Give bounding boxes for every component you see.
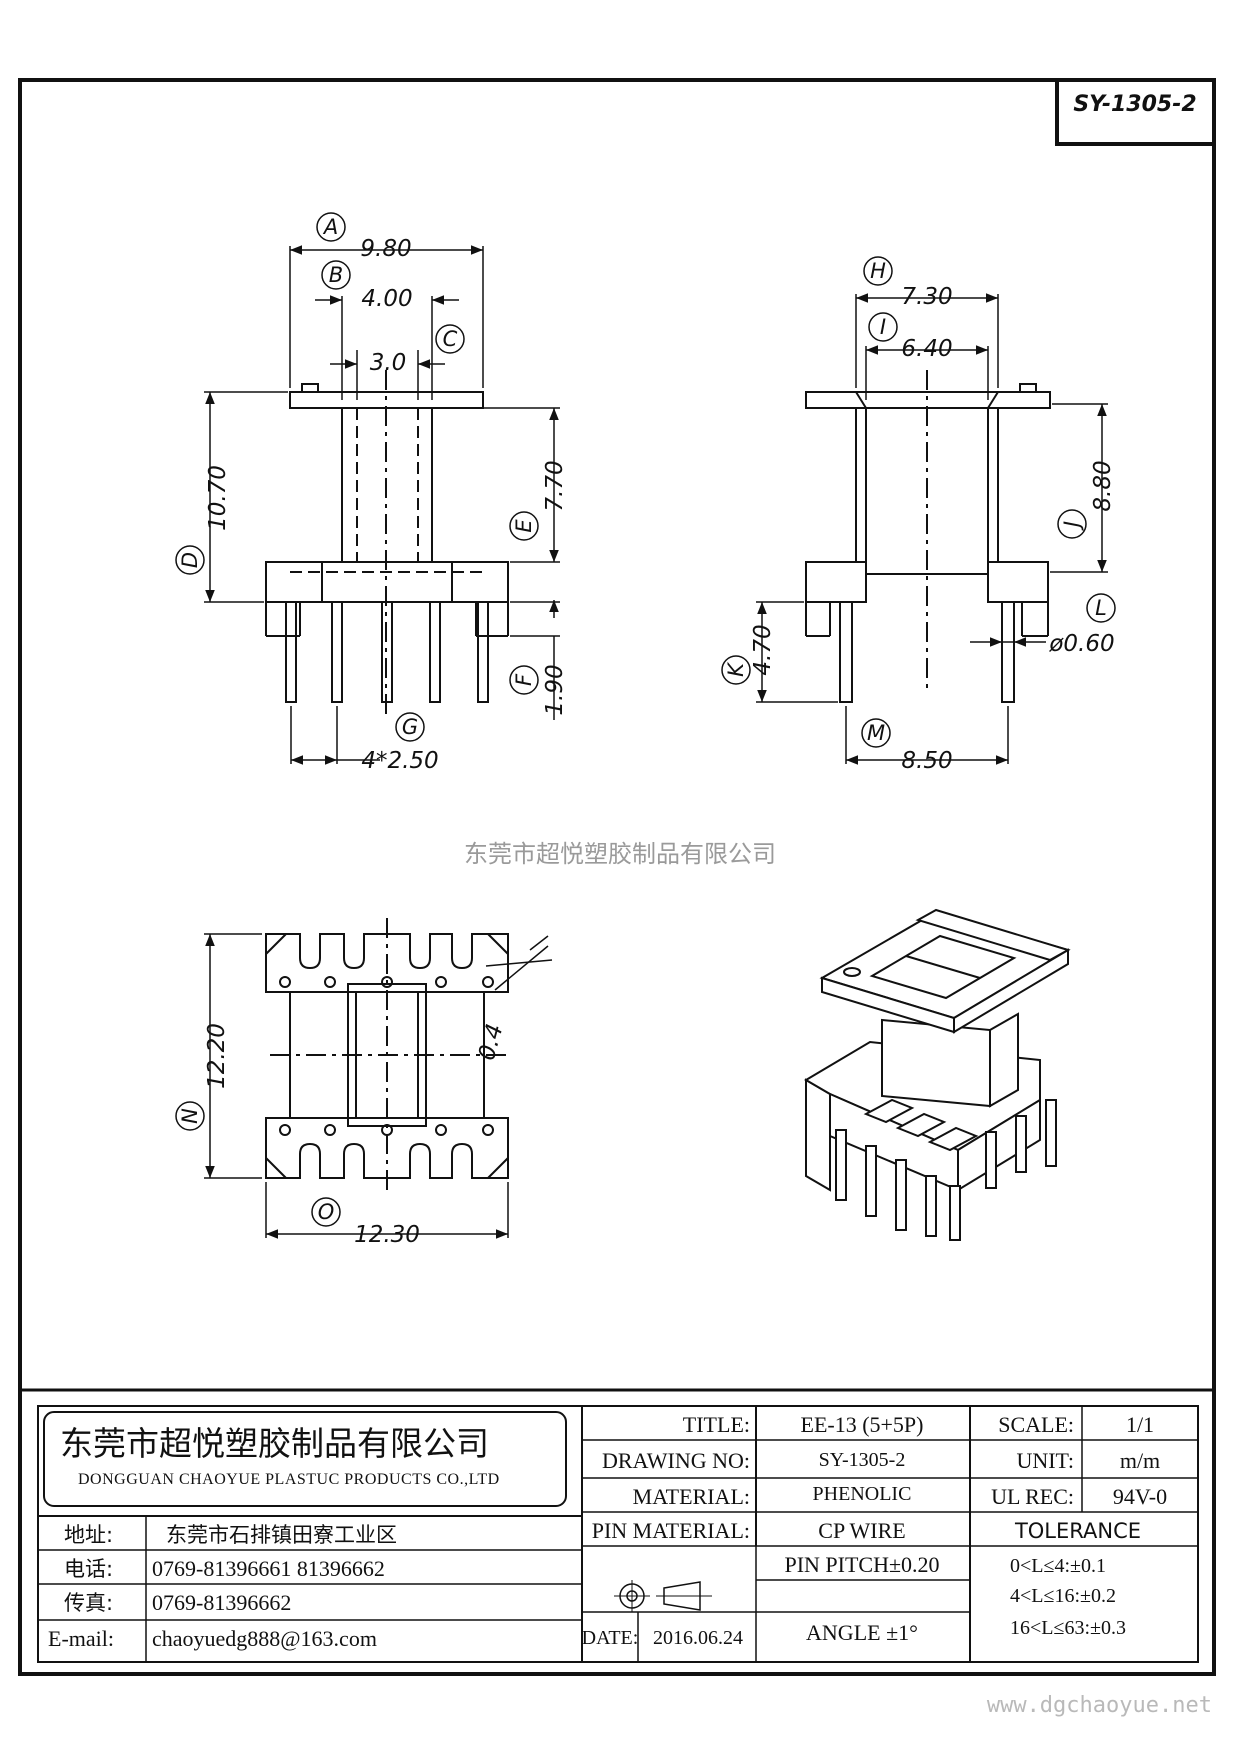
dim-F-value: 1.90: [542, 664, 568, 715]
label-L: L: [1095, 596, 1107, 620]
dim-N-value: 12.20: [204, 1023, 230, 1089]
front-view-labels: A 9.80 B 4.00 C 3.0 D 10.70 E 7.70 F 1.9…: [175, 212, 568, 774]
tolerance-range-2: 4<L≤16:±0.2: [1010, 1585, 1116, 1607]
bottom-view-labels: N 12.20 O 12.30 0.4: [175, 1021, 509, 1248]
watermark-company: 东莞市超悦塑胶制品有限公司: [464, 840, 776, 868]
ul-label: UL REC:: [991, 1484, 1074, 1509]
label-B: B: [329, 263, 343, 287]
company-name-cn: 东莞市超悦塑胶制品有限公司: [60, 1424, 489, 1463]
label-C: C: [443, 327, 458, 351]
date-value: 2016.06.24: [653, 1627, 743, 1649]
scale-label: SCALE:: [998, 1412, 1074, 1437]
label-I: I: [880, 315, 886, 339]
label-H: H: [870, 259, 886, 283]
title-block: [20, 1388, 1214, 1663]
side-view-labels: H 7.30 I 6.40 J 8.80 K 4.70 L ø0.60 M 8.…: [721, 256, 1116, 774]
company-name-en: DONGGUAN CHAOYUE PLASTUC PRODUCTS CO.,LT…: [78, 1471, 500, 1488]
drawing-code: SY-1305-2: [1073, 92, 1196, 117]
front-view: [265, 370, 509, 720]
material-label: MATERIAL:: [633, 1484, 750, 1509]
sheet-border: [18, 78, 1216, 1676]
email-value: chaoyuedg888@163.com: [152, 1626, 377, 1651]
dim-K-value: 4.70: [750, 624, 776, 675]
dim-M-value: 8.50: [901, 748, 952, 774]
title-value: EE-13 (5+5P): [801, 1412, 924, 1437]
pin-material-label: PIN MATERIAL:: [592, 1518, 750, 1543]
dim-J-value: 8.80: [1090, 460, 1116, 511]
unit-value: m/m: [1120, 1448, 1160, 1473]
website-link[interactable]: www.dgchaoyue.net: [987, 1693, 1212, 1718]
scale-value: 1/1: [1126, 1412, 1154, 1437]
bottom-view-dimensions: [204, 933, 553, 1239]
material-value: PHENOLIC: [813, 1483, 912, 1505]
pin-material-value: CP WIRE: [818, 1518, 905, 1543]
ul-value: 94V-0: [1113, 1484, 1167, 1509]
angle-tolerance: ANGLE ±1°: [806, 1620, 918, 1645]
label-J: J: [1060, 521, 1084, 531]
dim-D-value: 10.70: [205, 465, 231, 531]
dim-O-value: 12.30: [354, 1222, 420, 1248]
drawing-code-box: SY-1305-2: [1055, 78, 1216, 146]
dim-H-value: 7.30: [901, 284, 952, 310]
isometric-view: [804, 908, 1071, 1241]
dim-L-value: ø0.60: [1048, 631, 1114, 657]
email-label: E-mail:: [48, 1626, 114, 1651]
phone-value: 0769-81396661 81396662: [152, 1556, 385, 1581]
dim-B-value: 4.00: [361, 286, 412, 312]
label-K: K: [724, 661, 748, 677]
phone-label: 电话:: [64, 1557, 113, 1581]
dim-I-value: 6.40: [901, 336, 952, 362]
front-view-dimensions: [204, 245, 560, 765]
fax-value: 0769-81396662: [152, 1590, 291, 1615]
dim-E-value: 7.70: [542, 460, 568, 511]
unit-label: UNIT:: [1016, 1448, 1074, 1473]
tolerance-range-3: 16<L≤63:±0.3: [1010, 1617, 1126, 1639]
dim-G-value: 4*2.50: [361, 748, 438, 774]
tolerance-label: TOLERANCE: [1014, 1519, 1141, 1543]
bottom-view: [265, 918, 509, 1196]
dim-slot-value: 0.4: [474, 1021, 509, 1063]
label-M: M: [867, 721, 885, 745]
drawing-no-value: SY-1305-2: [819, 1449, 906, 1471]
label-G: G: [402, 715, 418, 739]
title-label: TITLE:: [683, 1412, 750, 1437]
label-F: F: [512, 673, 536, 686]
dim-C-value: 3.0: [370, 350, 407, 376]
label-E: E: [512, 519, 536, 533]
date-label: DATE:: [582, 1627, 639, 1649]
label-A: A: [322, 215, 338, 239]
pin-pitch: PIN PITCH±0.20: [784, 1552, 939, 1577]
address-label: 地址:: [64, 1523, 113, 1547]
title-block-text: 东莞市超悦塑胶制品有限公司 DONGGUAN CHAOYUE PLASTUC P…: [48, 1412, 1167, 1651]
tolerance-range-1: 0<L≤4:±0.1: [1010, 1555, 1106, 1577]
drawing-no-label: DRAWING NO:: [602, 1448, 750, 1473]
fax-label: 传真:: [64, 1591, 113, 1615]
label-N: N: [178, 1108, 202, 1124]
dim-A-value: 9.80: [360, 236, 411, 262]
side-view-dimensions: [756, 293, 1108, 765]
address-value: 东莞市石排镇田寮工业区: [166, 1523, 397, 1547]
label-O: O: [318, 1200, 335, 1224]
side-view: [805, 370, 1051, 703]
label-D: D: [178, 552, 202, 568]
